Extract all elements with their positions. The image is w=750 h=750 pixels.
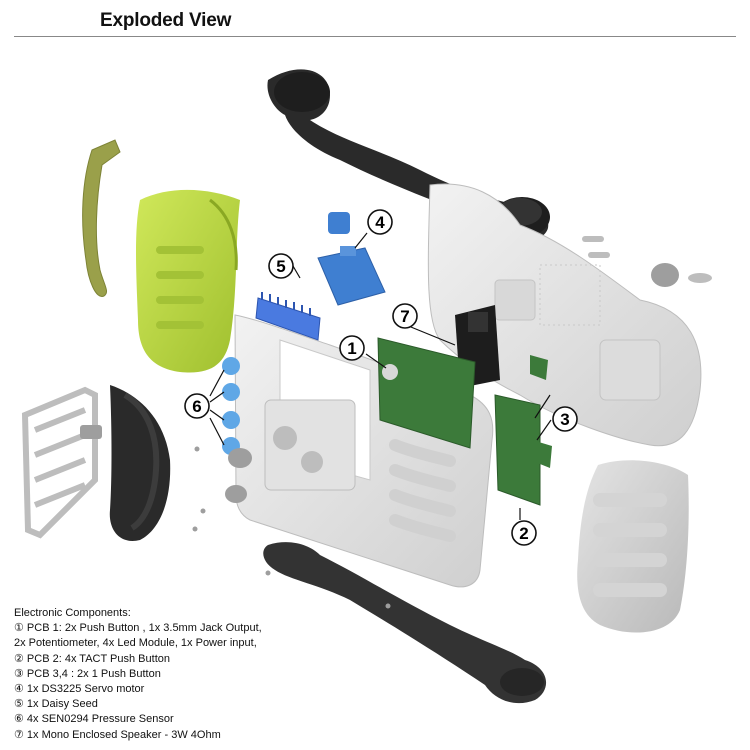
callout-number: 4	[375, 213, 385, 232]
screws	[192, 446, 391, 609]
callout-number: 2	[519, 524, 528, 543]
callout-6: 6	[184, 393, 210, 419]
pressure-sensors	[222, 357, 240, 455]
component-item: ⑥ 4x SEN0294 Pressure Sensor	[14, 713, 174, 726]
component-item: ④ 1x DS3225 Servo motor	[14, 683, 145, 696]
callout-7: 7	[392, 303, 418, 329]
daisy-seed-board	[255, 292, 321, 341]
callout-number: 6	[192, 397, 201, 416]
callout-number: 5	[276, 257, 285, 276]
callout-3: 3	[552, 406, 578, 432]
component-item: ⑤ 1x Daisy Seed	[14, 698, 98, 711]
page-title: Exploded View	[100, 10, 232, 31]
callout-number: 7	[400, 307, 409, 326]
components-list: Electronic Components: ① PCB 1: 2x Push …	[14, 606, 262, 743]
leader-lines	[209, 232, 552, 520]
callout-number: 1	[347, 339, 356, 358]
bottom-strap	[263, 542, 547, 704]
component-item: ① PCB 1: 2x Push Button , 1x 3.5mm Jack …	[14, 622, 262, 635]
olive-strap	[82, 139, 121, 297]
callout-4: 4	[367, 209, 393, 235]
pcb-boards	[377, 337, 552, 506]
black-side-piece	[109, 385, 171, 541]
component-item: ③ PCB 3,4 : 2x 1 Push Button	[14, 667, 161, 680]
component-item: ② PCB 2: 4x TACT Push Button	[14, 652, 170, 665]
grey-grip	[577, 460, 689, 633]
callout-number: 3	[560, 410, 569, 429]
knob-parts	[582, 236, 712, 287]
grey-knobs	[225, 448, 252, 503]
components-heading: Electronic Components:	[14, 607, 131, 619]
left-grille	[21, 386, 102, 539]
component-item: ⑦ 1x Mono Enclosed Speaker - 3W 4Ohm	[14, 728, 221, 741]
component-item: 2x Potentiometer, 4x Led Module, 1x Powe…	[14, 637, 257, 650]
green-grip	[136, 189, 240, 373]
title-divider	[14, 36, 736, 37]
servo-motor	[317, 212, 386, 306]
callout-5: 5	[268, 253, 294, 279]
callout-1: 1	[339, 335, 365, 361]
callout-2: 2	[511, 520, 537, 546]
